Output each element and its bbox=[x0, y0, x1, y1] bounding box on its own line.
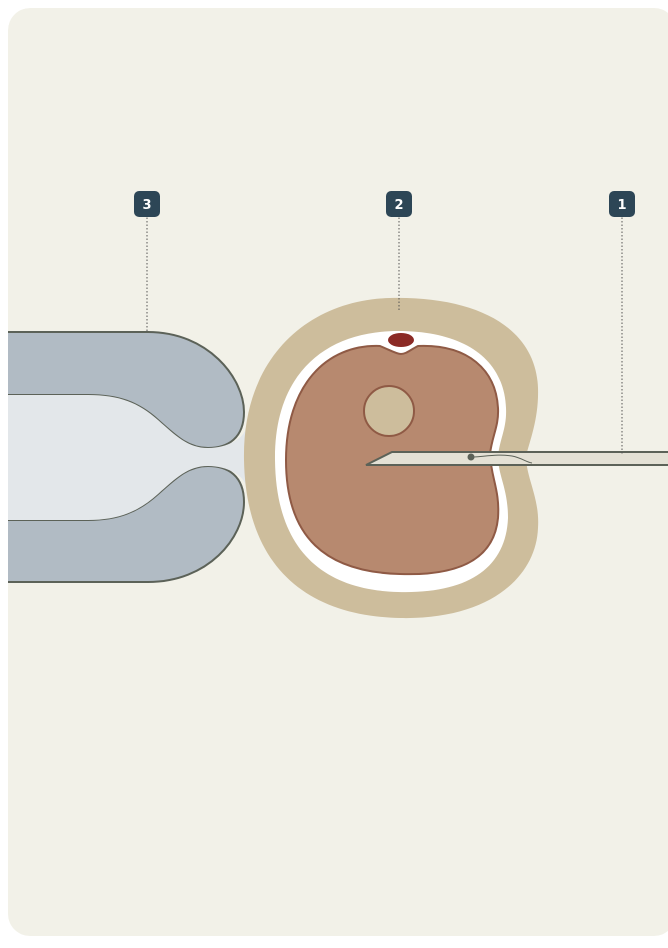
marker-3-badge bbox=[134, 191, 160, 217]
injection-pipette-body bbox=[365, 451, 668, 466]
marker-1-label: 1 bbox=[617, 198, 626, 213]
marker-2: 2 bbox=[386, 191, 412, 217]
oocyte bbox=[243, 297, 539, 619]
marker-1-badge bbox=[609, 191, 635, 217]
injection-pipette bbox=[365, 451, 668, 466]
polar-body bbox=[388, 333, 414, 347]
nucleus bbox=[363, 385, 415, 437]
sperm-tail bbox=[473, 454, 533, 464]
marker-2-badge bbox=[386, 191, 412, 217]
marker-1: 1 bbox=[609, 191, 635, 217]
marker-2-label: 2 bbox=[394, 198, 403, 213]
holding-pipette bbox=[8, 331, 246, 583]
sperm-head bbox=[467, 453, 475, 461]
holding-pipette-lumen bbox=[8, 395, 246, 520]
marker-3: 3 bbox=[134, 191, 160, 217]
icsi-diagram: 1 2 3 bbox=[8, 8, 668, 936]
marker-3-label: 3 bbox=[142, 198, 151, 213]
diagram-panel: 1 2 3 bbox=[8, 8, 668, 948]
